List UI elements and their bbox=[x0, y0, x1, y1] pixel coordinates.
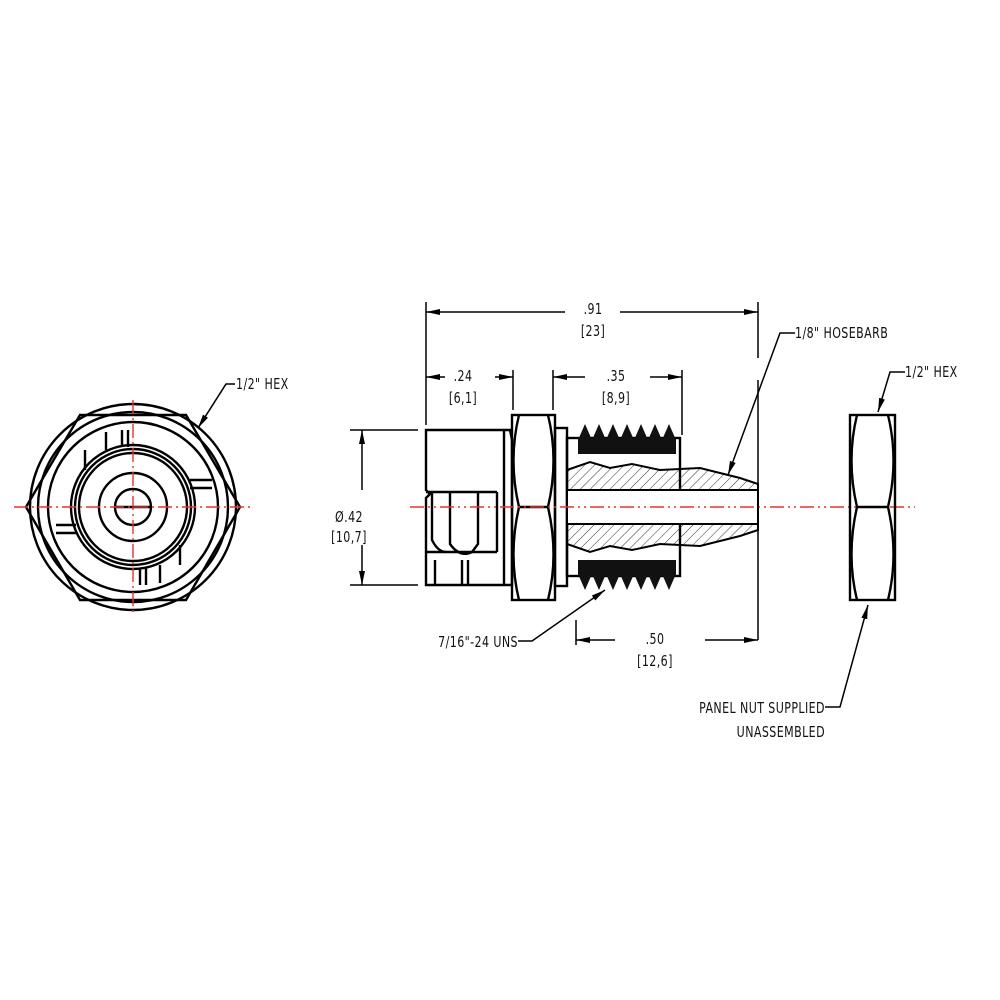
overall-length-mm: [23] bbox=[580, 322, 606, 340]
overall-length-inch: .91 bbox=[583, 300, 603, 318]
panel-nut-note-line2: UNASSEMBLED bbox=[736, 723, 825, 741]
panel-nut-note-line1: PANEL NUT SUPPLIED bbox=[699, 699, 825, 717]
barb-length-inch: .50 bbox=[645, 630, 665, 648]
thread-length-inch: .35 bbox=[606, 367, 626, 385]
front-hex-leader bbox=[197, 383, 235, 429]
dimension-lines bbox=[350, 302, 759, 645]
front-view-centerlines bbox=[14, 400, 252, 615]
barb-length-mm: [12,6] bbox=[637, 652, 673, 670]
nut-hex-callout: 1/2" HEX bbox=[905, 363, 958, 381]
thread-length-mm: [8,9] bbox=[601, 389, 631, 407]
body-length-inch: .24 bbox=[453, 367, 473, 385]
diameter-mm: [10,7] bbox=[331, 528, 367, 546]
body-length-mm: [6,1] bbox=[448, 389, 478, 407]
diameter-inch: Ø.42 bbox=[335, 508, 363, 526]
callout-leaders bbox=[518, 332, 905, 708]
front-hex-callout: 1/2" HEX bbox=[236, 375, 289, 393]
thread-callout: 7/16"-24 UNS bbox=[438, 633, 518, 651]
panel-nut bbox=[848, 413, 897, 602]
thread-teeth bbox=[578, 424, 676, 590]
hosebarb-callout: 1/8" HOSEBARB bbox=[795, 324, 889, 342]
